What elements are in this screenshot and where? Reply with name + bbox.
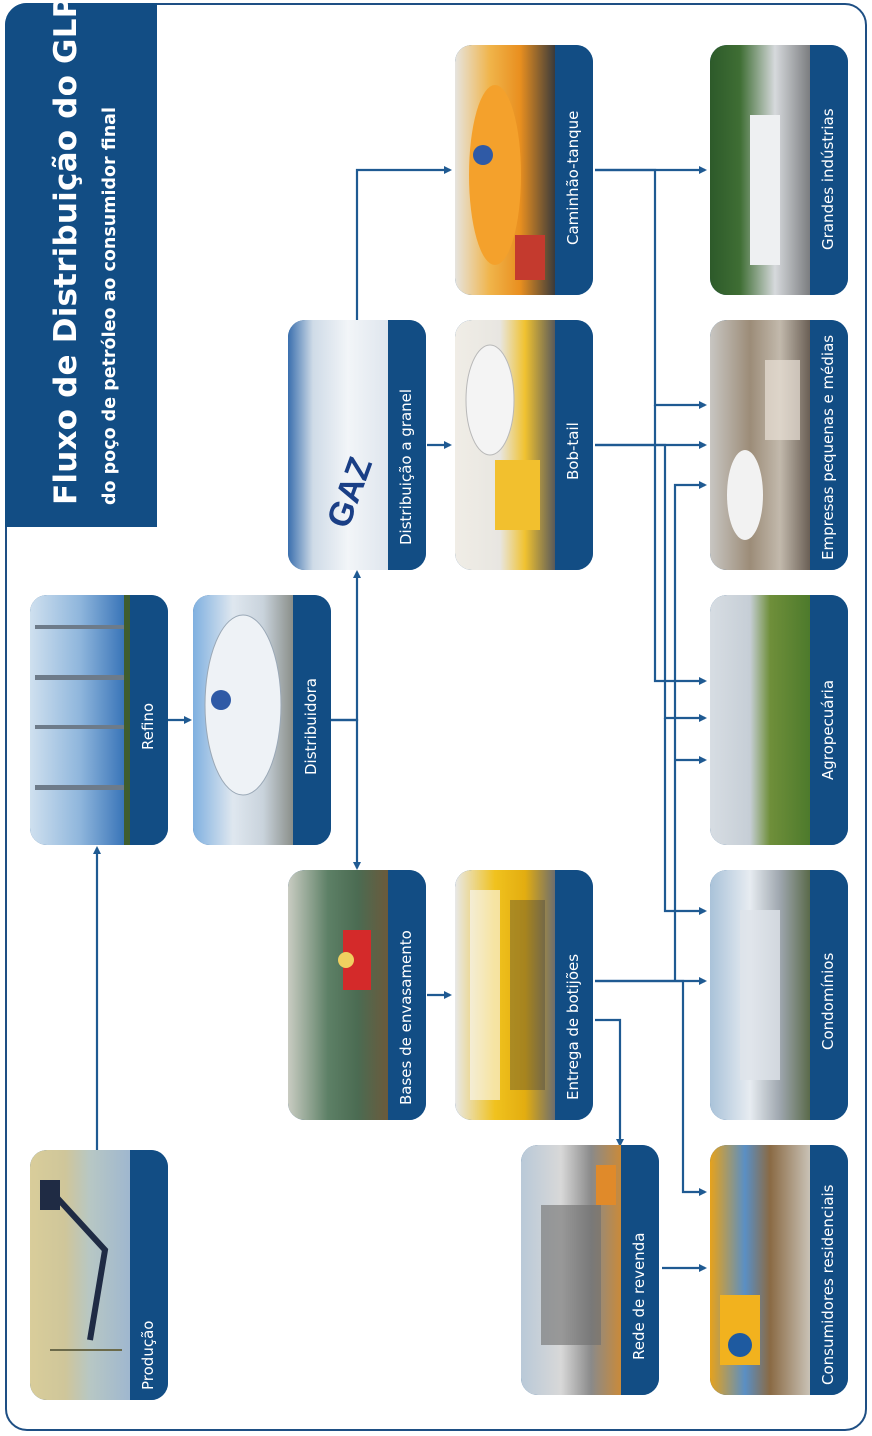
node-label: Caminhão-tanque <box>564 110 582 245</box>
node-label: Produção <box>139 1320 157 1390</box>
node-condominios[interactable]: Condomínios <box>710 870 848 1120</box>
node-entrega-botijoes[interactable]: Entrega de botijões <box>455 870 593 1120</box>
node-agropecuaria[interactable]: Agropecuária <box>710 595 848 845</box>
arrow-entrega-consumidores <box>595 979 707 1196</box>
title-panel <box>5 3 157 527</box>
farm-field-photo <box>710 595 810 845</box>
worker-icon <box>338 930 371 990</box>
tank-sphere-photo: GAZ <box>288 320 388 570</box>
node-label: Empresas pequenas e médias <box>819 334 837 560</box>
gas-cylinders-icon <box>470 890 545 1100</box>
node-empresas[interactable]: Empresas pequenas e médias <box>710 320 848 570</box>
node-label: Grandes indústrias <box>819 108 837 250</box>
diagram-frame <box>5 3 867 1431</box>
ultragaz-tank-icon: GAZ <box>320 452 380 532</box>
tanker-truck-photo <box>455 45 555 295</box>
refinery-photo <box>30 595 130 845</box>
node-bob-tail[interactable]: Bob-tail <box>455 320 593 570</box>
node-label: Refino <box>139 702 157 750</box>
node-producao[interactable]: Produção <box>30 1150 168 1400</box>
node-distribuicao-granel[interactable]: GAZ Distribuição a granel <box>288 320 426 570</box>
node-caminhao-tanque[interactable]: Caminhão-tanque <box>455 45 593 295</box>
building-icon <box>740 910 780 1080</box>
filling-base-photo <box>288 870 388 1120</box>
node-label: Distribuição a granel <box>397 388 415 545</box>
delivery-trucks-photo <box>455 870 555 1120</box>
node-rede-revenda[interactable]: Rede de revenda <box>521 1145 659 1395</box>
pumpjack-icon <box>40 1180 122 1351</box>
node-consumidores[interactable]: Consumidores residenciais <box>710 1145 848 1395</box>
shop-icon <box>727 360 800 540</box>
node-label: Bases de envasamento <box>397 930 415 1105</box>
industrial-tank-icon <box>750 115 780 265</box>
arrow-caminhao-empresas <box>595 168 707 409</box>
refinery-towers-icon <box>35 595 130 845</box>
delivery-person-icon <box>720 1295 760 1365</box>
svg-text:GAZ: GAZ <box>320 452 380 532</box>
node-refino[interactable]: Refino <box>30 595 168 845</box>
small-business-photo <box>710 320 810 570</box>
arrow-distribuidora-granel <box>330 570 361 722</box>
arrow-granel-caminhao <box>355 166 452 320</box>
oil-pump-photo <box>30 1150 130 1400</box>
condominium-photo <box>710 870 810 1120</box>
bobtail-icon <box>465 344 540 530</box>
arrow-entrega-empresas <box>673 481 707 981</box>
residential-delivery-photo <box>710 1145 810 1395</box>
node-label: Agropecuária <box>819 679 837 780</box>
node-label: Bob-tail <box>564 422 582 480</box>
arrow-caminhao-agro <box>653 405 707 685</box>
node-label: Rede de revenda <box>630 1232 648 1360</box>
node-bases-envasamento[interactable]: Bases de envasamento <box>288 870 426 1120</box>
node-grandes-industrias[interactable]: Grandes indústrias <box>710 45 848 295</box>
node-label: Consumidores residenciais <box>819 1184 837 1385</box>
node-distribuidora[interactable]: Distribuidora <box>193 595 331 845</box>
arrow-bobtail-condominios <box>663 718 707 915</box>
bobtail-truck-photo <box>455 320 555 570</box>
storage-spheres-photo <box>193 595 293 845</box>
node-label: Entrega de botijões <box>564 953 582 1100</box>
arrow-bobtail-agro <box>595 443 707 722</box>
storefront-icon <box>541 1165 616 1345</box>
arrow-entrega-revenda <box>595 1018 624 1147</box>
node-label: Condomínios <box>819 952 837 1050</box>
node-label: Distribuidora <box>302 677 320 775</box>
tanker-icon <box>469 85 545 280</box>
retail-store-photo <box>521 1145 621 1395</box>
gas-sphere-icon <box>204 614 282 796</box>
industry-photo <box>710 45 810 295</box>
arrow-distribuidora-bases <box>330 718 361 870</box>
